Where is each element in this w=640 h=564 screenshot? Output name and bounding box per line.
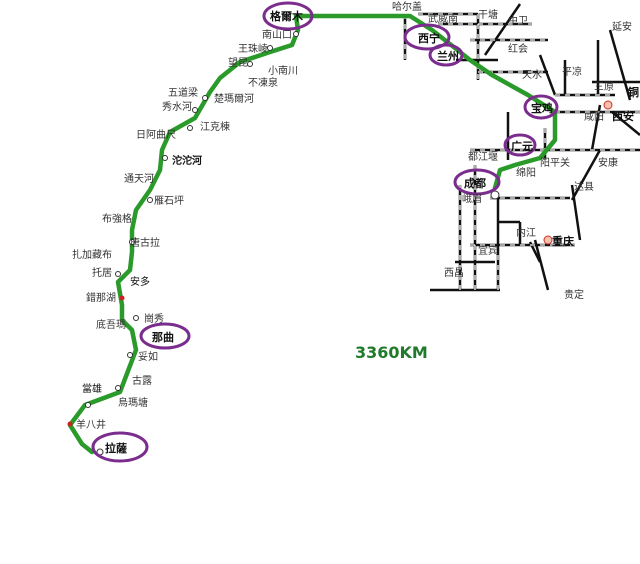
- station-jiangkedong: 江克棟: [200, 120, 230, 133]
- station-gangxiu: 崗秀: [144, 313, 164, 325]
- station-wangzhuling: 王珠崚: [238, 42, 268, 55]
- station-yibin: 宜宾: [478, 244, 498, 257]
- station-geermu: 格爾木: [270, 9, 304, 23]
- station-tuotuohe: 沱沱河: [172, 154, 202, 167]
- station-zhongwei: 中卫: [508, 14, 528, 27]
- station-wudaoliang: 五道梁: [168, 86, 198, 99]
- station-lanzhou: 兰州: [437, 49, 459, 63]
- rail-network: [403, 3, 640, 292]
- station-haergai: 哈尔盖: [392, 0, 422, 13]
- station-daxian: 达县: [574, 181, 594, 193]
- station-buqiangge: 布強格: [102, 212, 132, 225]
- station-chongqing: 重庆: [552, 234, 574, 248]
- station-wangkun: 望昆: [228, 56, 248, 69]
- station-wuweinan: 武威南: [428, 12, 458, 25]
- station-lasa: 拉薩: [105, 441, 127, 455]
- station-xian: 西安: [612, 109, 634, 123]
- station-yanshiping: 雁石坪: [154, 194, 184, 207]
- station-xianyang: 咸阳: [584, 111, 604, 123]
- highlight-ovals: [91, 1, 559, 463]
- total-distance-label: 3360KM: [355, 343, 428, 362]
- station-guiding: 贵定: [564, 288, 584, 301]
- station-tong: 铜: [627, 85, 639, 99]
- station-emei: 峨眉: [462, 193, 482, 205]
- station-tuoru: 妥如: [138, 350, 158, 363]
- red-station-markers: [67, 295, 125, 427]
- station-naqu: 那曲: [152, 330, 174, 344]
- station-sanyuan: 三原: [594, 81, 614, 93]
- station-xining: 西宁: [418, 31, 440, 45]
- station-riaquchi: 日阿曲尺: [136, 129, 176, 141]
- station-budongquan: 不凍泉: [248, 76, 278, 89]
- tibet-line-labels: 南山口 王珠崚 望昆 小南川 不凍泉 五道梁 秀水河 楚瑪爾河 江克棟 日阿曲尺…: [72, 28, 298, 431]
- station-dujiangyan: 都江堰: [468, 151, 498, 163]
- station-chumaerhe: 楚瑪爾河: [214, 92, 254, 105]
- station-diwuma: 底吾瑪: [96, 318, 126, 331]
- route-line: [67, 13, 558, 455]
- highlighted-labels: 格爾木 西宁 兰州 宝鸡 广元 成都 那曲 拉薩: [105, 9, 553, 455]
- station-yangpingguan: 阳平关: [540, 156, 570, 169]
- station-anduo: 安多: [130, 275, 150, 288]
- station-zhajiazangbu: 扎加藏布: [72, 248, 112, 261]
- station-chengdu: 成都: [464, 176, 486, 190]
- station-baoji: 宝鸡: [531, 101, 553, 115]
- station-honghui: 红会: [508, 42, 528, 55]
- station-yangbajing: 羊八井: [76, 418, 106, 431]
- station-xiaonanchuan: 小南川: [268, 64, 298, 77]
- station-tanggula: 唐古拉: [130, 236, 160, 249]
- station-tongtianhe: 通天河: [124, 173, 154, 185]
- station-guangyuan: 广元: [511, 139, 533, 153]
- station-pingliang: 平凉: [562, 65, 582, 78]
- station-xichang: 西昌: [444, 267, 464, 279]
- station-neijiang: 内江: [516, 226, 536, 239]
- station-tuoju: 托居: [92, 266, 112, 279]
- station-nanshankou: 南山口: [262, 28, 292, 41]
- station-gantang: 干塘: [478, 8, 498, 21]
- network-labels: 哈尔盖 武威南 干塘 中卫 延安 红会 平凉 天水 三原 咸阳 西安 铜 都江堰…: [392, 0, 639, 301]
- station-dangxiong: 當雄: [82, 382, 102, 395]
- station-xiushuihe: 秀水河: [162, 101, 192, 113]
- station-ankang: 安康: [598, 156, 618, 169]
- station-cuonahu: 錯那湖: [86, 291, 116, 304]
- station-mianyang: 绵阳: [516, 166, 536, 179]
- station-gulu: 古露: [132, 374, 152, 387]
- station-wumatang: 烏瑪塘: [118, 396, 148, 409]
- station-markers: [85, 31, 613, 456]
- station-tianshui: 天水: [522, 69, 542, 81]
- station-yanan: 延安: [612, 20, 632, 33]
